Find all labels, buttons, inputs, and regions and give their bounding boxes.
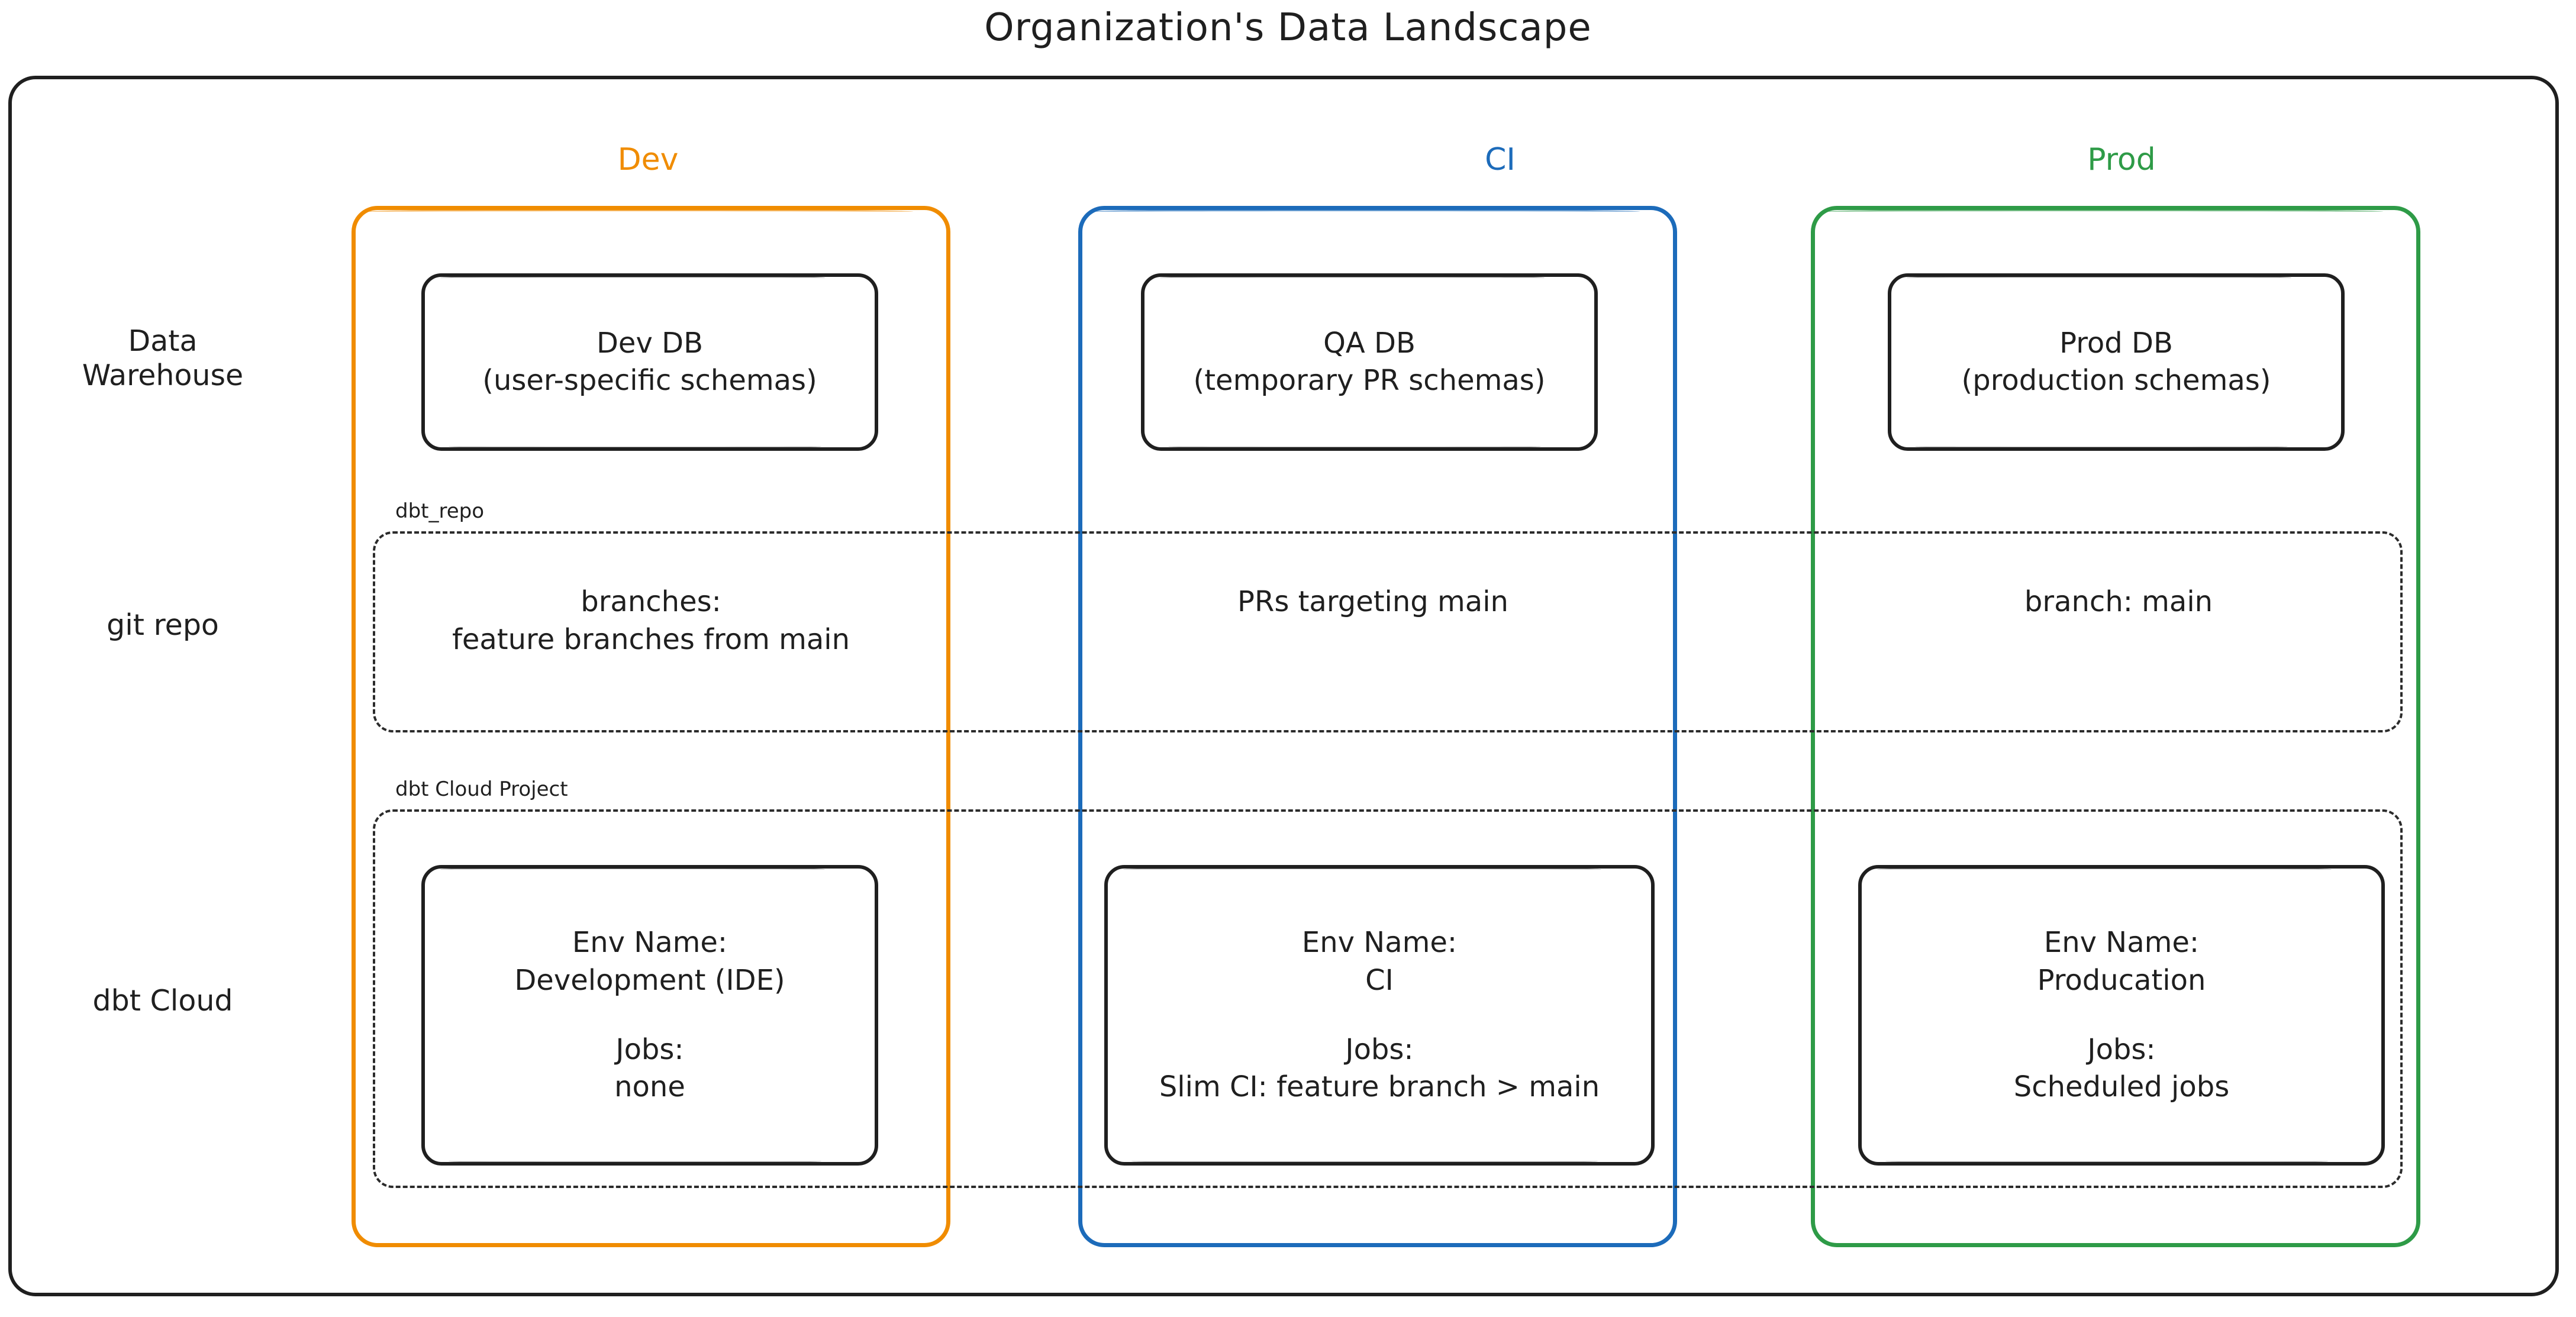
git-repo-dev-line2: feature branches from main <box>452 623 850 657</box>
dbt-cloud-ci-env-value: CI <box>1365 963 1394 997</box>
group-label-dbt-cloud-project: dbt Cloud Project <box>395 777 568 801</box>
group-label-dbt-repo: dbt_repo <box>395 499 485 523</box>
dbt-cloud-dev-env-label: Env Name: <box>572 926 728 960</box>
group-dbt-cloud-project: dbt Cloud Project <box>373 777 2403 1188</box>
column-header-dev: Dev <box>617 142 679 177</box>
column-header-ci: CI <box>1485 142 1516 177</box>
row-label-dbt-cloud: dbt Cloud <box>92 984 233 1018</box>
prod-db-title: Prod DB <box>2059 326 2173 360</box>
git-repo-ci-text: PRs targeting main <box>1107 583 1639 621</box>
dbt-cloud-prod-jobs-value: Scheduled jobs <box>2013 1070 2230 1104</box>
node-dbt-cloud-prod: Env Name: Producation Jobs: Scheduled jo… <box>1858 865 2385 1166</box>
dev-db-title: Dev DB <box>596 326 704 360</box>
column-header-prod: Prod <box>2087 142 2156 177</box>
dbt-cloud-ci-jobs-label: Jobs: <box>1345 1033 1414 1066</box>
row-label-warehouse-line2: Warehouse <box>82 358 244 392</box>
node-prod-db: Prod DB (production schemas) <box>1888 273 2345 451</box>
git-repo-dev-text: branches: feature branches from main <box>391 583 911 659</box>
git-repo-ci-line1: PRs targeting main <box>1237 585 1508 618</box>
node-dbt-cloud-dev: Env Name: Development (IDE) Jobs: none <box>421 865 878 1166</box>
git-repo-prod-line1: branch: main <box>2024 585 2213 618</box>
dbt-cloud-ci-jobs-value: Slim CI: feature branch > main <box>1159 1070 1600 1104</box>
env-column-ci <box>1078 206 1677 1247</box>
env-column-prod <box>1811 206 2420 1247</box>
prod-db-subtitle: (production schemas) <box>1961 364 2271 397</box>
dbt-cloud-prod-env-label: Env Name: <box>2043 926 2200 960</box>
qa-db-subtitle: (temporary PR schemas) <box>1193 364 1546 397</box>
node-dev-db: Dev DB (user-specific schemas) <box>421 273 878 451</box>
node-dbt-cloud-ci: Env Name: CI Jobs: Slim CI: feature bran… <box>1104 865 1655 1166</box>
dbt-cloud-dev-jobs-value: none <box>614 1070 685 1104</box>
dbt-cloud-prod-env-value: Producation <box>2037 963 2206 997</box>
row-label-warehouse-line1: Data <box>128 324 198 358</box>
group-dbt-repo: dbt_repo <box>373 499 2403 732</box>
row-label-git-repo: git repo <box>107 608 219 642</box>
node-qa-db: QA DB (temporary PR schemas) <box>1141 273 1598 451</box>
page-title: Organization's Data Landscape <box>984 6 1592 50</box>
dbt-cloud-prod-jobs-label: Jobs: <box>2087 1033 2156 1066</box>
dbt-cloud-dev-jobs-label: Jobs: <box>615 1033 684 1066</box>
dbt-cloud-dev-env-value: Development (IDE) <box>514 963 785 997</box>
git-repo-dev-line1: branches: <box>581 585 721 618</box>
dev-db-subtitle: (user-specific schemas) <box>482 364 817 397</box>
dbt-cloud-ci-env-label: Env Name: <box>1301 926 1458 960</box>
row-label-data-warehouse: Data Warehouse <box>41 324 284 393</box>
git-repo-prod-text: branch: main <box>1858 583 2379 621</box>
diagram-outer-frame <box>8 76 2559 1296</box>
qa-db-title: QA DB <box>1323 326 1416 360</box>
env-column-dev <box>352 206 950 1247</box>
